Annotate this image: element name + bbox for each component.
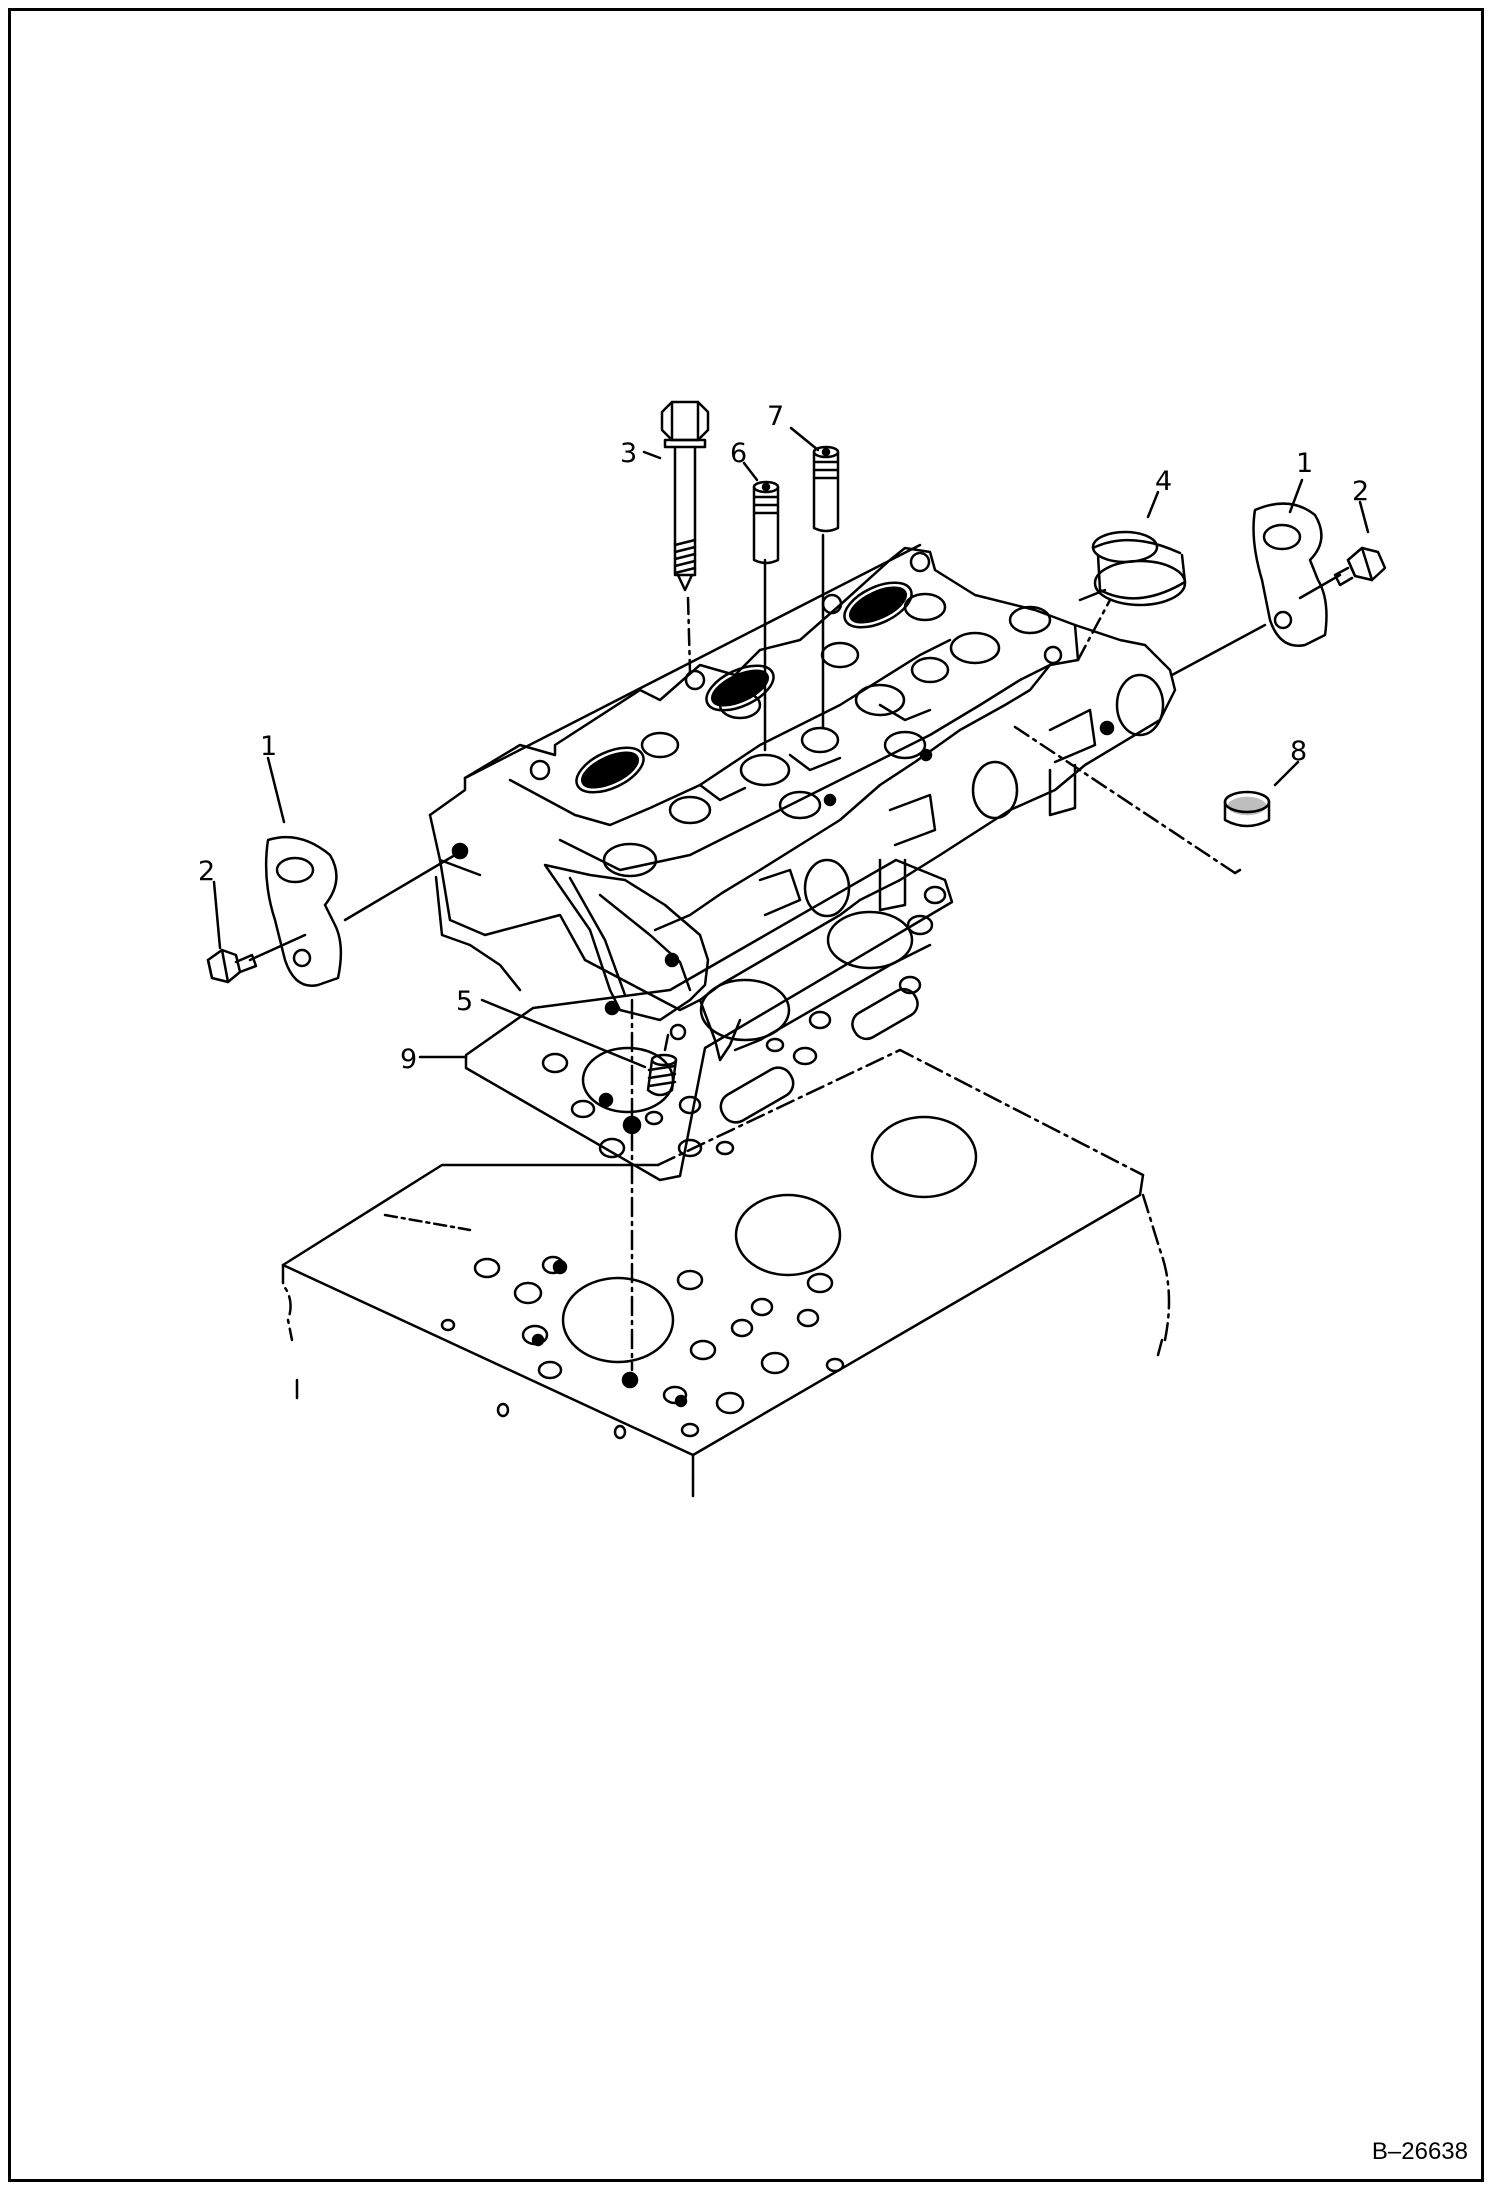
callout-1-left: 1 xyxy=(260,731,277,762)
stud-5 xyxy=(646,1023,687,1097)
cylinder-head xyxy=(428,543,1177,1062)
valve-guide-7 xyxy=(812,445,840,533)
callout-6: 6 xyxy=(730,438,747,469)
document-number: B–26638 xyxy=(1371,2138,1468,2165)
page-border xyxy=(8,8,1484,2182)
callout-8: 8 xyxy=(1290,736,1307,767)
leader-lines xyxy=(212,426,1370,1372)
callout-2-left: 2 xyxy=(198,856,215,887)
callout-3: 3 xyxy=(620,438,637,469)
hanger-bracket-left xyxy=(264,835,343,987)
callout-9: 9 xyxy=(400,1044,417,1075)
engine-block xyxy=(281,1048,1171,1502)
callout-4: 4 xyxy=(1155,466,1172,497)
head-bolt xyxy=(660,400,710,592)
callout-labels: 3 6 7 4 1 2 8 1 2 5 9 xyxy=(198,401,1369,1075)
valve-guide-6 xyxy=(752,480,780,565)
callout-7: 7 xyxy=(767,401,784,432)
callout-5: 5 xyxy=(456,986,473,1017)
callout-1-right: 1 xyxy=(1296,448,1313,479)
hanger-bolt-right xyxy=(1333,546,1387,587)
core-plug-4 xyxy=(1091,530,1187,607)
callout-2-right: 2 xyxy=(1352,476,1369,507)
hanger-bracket-right xyxy=(1252,502,1328,647)
hanger-bolt-left xyxy=(206,948,258,984)
cup-plug-8 xyxy=(1223,790,1271,828)
